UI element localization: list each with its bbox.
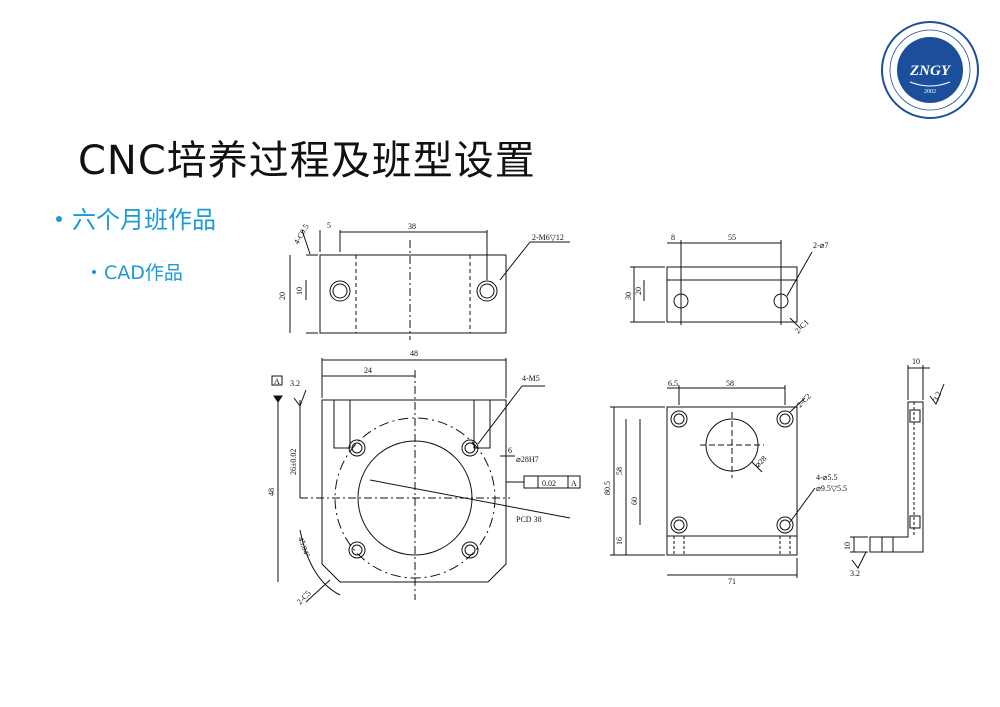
- p2f-dim-58-left: 58: [615, 467, 624, 475]
- bullet-level2-text: CAD作品: [104, 262, 183, 284]
- p1f-rough: 3.2: [290, 379, 300, 388]
- bullet-dot-icon: [56, 216, 62, 222]
- p1f-dim-24: 24: [364, 366, 372, 375]
- p2t-dim-55: 55: [728, 233, 736, 242]
- p1f-parallel: 0.02: [542, 479, 556, 488]
- cad-drawings: 5 38 4-C0.5 2-M6▽12 10 20: [267, 221, 945, 607]
- p2t-hole-note: 2-⌀7: [813, 241, 828, 250]
- p2f-dim-80-5: 80.5: [603, 481, 612, 495]
- p1f-chamfer-bottom: 2-C5: [295, 589, 313, 607]
- p2s-dim-10-top: 10: [912, 357, 920, 366]
- p1f-angle: 45.04°: [296, 536, 312, 559]
- p1f-pcd: PCD 38: [516, 515, 542, 524]
- part1-front-view: [271, 358, 581, 603]
- p1f-bore: ⌀28H7: [516, 455, 539, 464]
- p1t-dim-20: 20: [278, 292, 287, 300]
- logo-year: 2002: [924, 89, 936, 95]
- school-logo-icon: ZNGY 2002: [881, 21, 979, 119]
- p1f-parallel-datum: A: [571, 479, 577, 488]
- bullet-dot-icon: [92, 269, 96, 274]
- p2f-dim-6-5: 6.5: [668, 379, 678, 388]
- p2f-hole-note-2: ⌀9.5▽5.5: [816, 484, 847, 493]
- p2f-dim-60: 60: [630, 497, 639, 505]
- p2f-hole-note-1: 4-⌀5.5: [816, 473, 837, 482]
- p2f-dim-71: 71: [728, 577, 736, 586]
- p2t-dim-30: 30: [624, 292, 633, 300]
- logo-monogram: ZNGY: [909, 63, 952, 79]
- p1t-dim-38: 38: [408, 222, 416, 231]
- p2s-rough-bottom: 3.2: [850, 569, 860, 578]
- p2t-dim-8: 8: [671, 233, 675, 242]
- p2s-rough-top: 3.2: [931, 390, 943, 402]
- p2t-dim-20: 20: [634, 287, 643, 295]
- part2-front-view: [610, 385, 816, 578]
- p1f-dim-48-left: 48: [267, 488, 276, 496]
- part2-top-view: [630, 240, 813, 329]
- bullet-level1: 六个月班作品: [56, 200, 216, 235]
- p1t-dim-10: 10: [295, 287, 304, 295]
- part1-top-view: [289, 229, 570, 340]
- p1f-dim-26: 26±0.02: [289, 449, 298, 475]
- p1t-dim-5: 5: [327, 221, 331, 230]
- p2s-dim-10-bottom: 10: [843, 542, 852, 550]
- bullet-level1-text: 六个月班作品: [72, 206, 216, 234]
- part2-side-view: [850, 365, 945, 569]
- p2f-dim-16: 16: [615, 537, 624, 545]
- p1f-dim-6: 6: [508, 446, 512, 455]
- slide-title: CNC培养过程及班型设置: [78, 138, 536, 184]
- p2f-dim-58-top: 58: [726, 379, 734, 388]
- bullet-level2: CAD作品: [92, 258, 183, 285]
- p1f-dim-48-top: 48: [410, 349, 418, 358]
- p1t-hole-note: 2-M6▽12: [532, 233, 564, 242]
- p2t-chamfer: 2-C1: [793, 318, 811, 336]
- p1f-thread-note: 4-M5: [522, 374, 540, 383]
- p1t-chamfer: 4-C0.5: [292, 222, 311, 246]
- p2f-chamfer: 2-C2: [795, 392, 813, 410]
- p1f-datum: A: [274, 377, 280, 386]
